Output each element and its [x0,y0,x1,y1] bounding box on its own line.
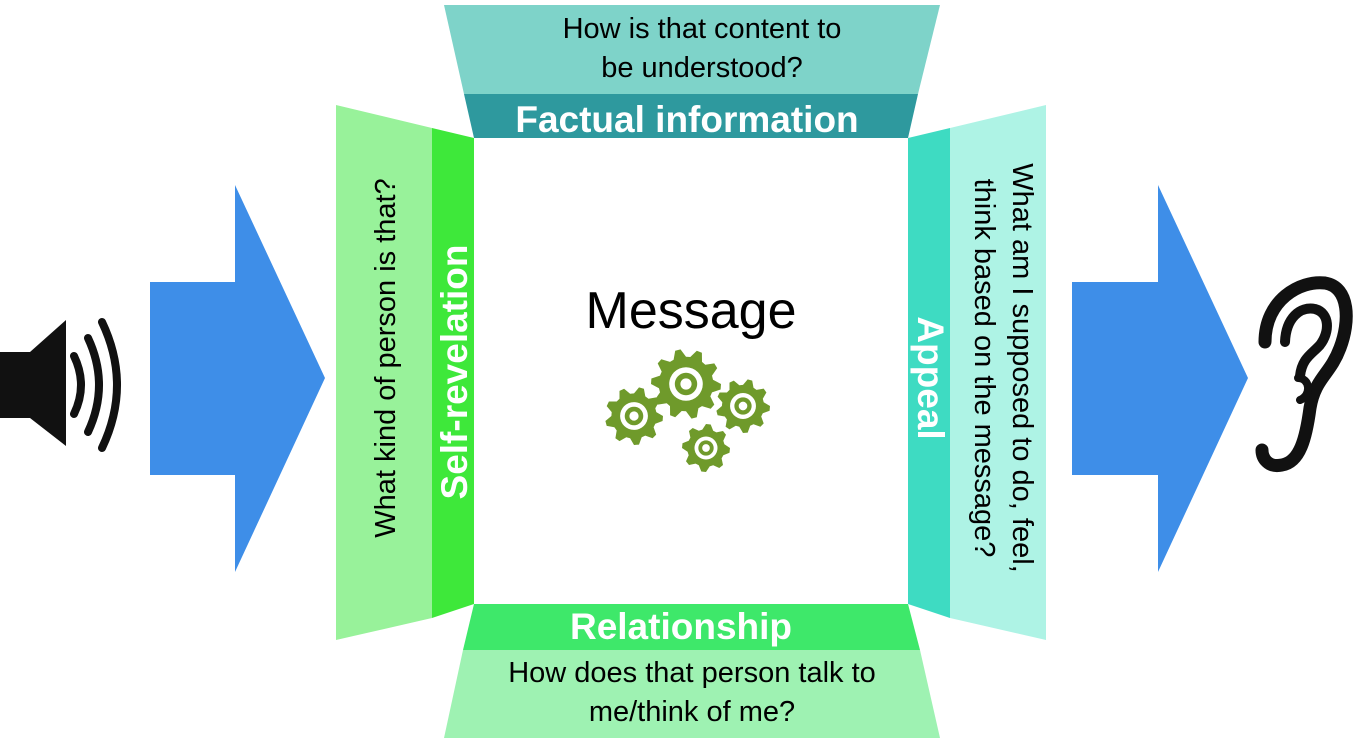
relationship-question-line2: me/think of me? [589,696,795,728]
left-arrow [150,185,325,572]
factual-question-line1: How is that content to [563,13,842,45]
relationship-label-band [463,604,920,650]
factual-label: Factual information [515,99,858,140]
factual-question-line2: be understood? [601,52,803,84]
self-revelation-label: Self-revelation [434,245,475,500]
appeal-label-band [908,128,950,618]
self-revelation-question: What kind of person is that? [370,178,402,537]
relationship-question-line1: How does that person talk to [508,657,876,689]
appeal-question-line2: think based on the message? [968,179,1000,558]
relationship-label: Relationship [570,606,792,647]
self-revelation-question-panel [336,105,432,640]
relationship-question-panel [444,650,940,738]
right-arrow [1072,185,1248,572]
factual-label-band [464,94,918,138]
speaker-icon [0,318,121,452]
appeal-question-panel [950,105,1046,640]
self-revelation-label-band [432,128,474,618]
appeal-label: Appeal [910,316,951,439]
ear-icon [1255,276,1353,473]
appeal-question-line1: What am I supposed to do, feel, [1006,163,1038,572]
message-title: Message [586,282,797,340]
gears-icon [605,349,770,472]
factual-question-panel [444,5,940,94]
